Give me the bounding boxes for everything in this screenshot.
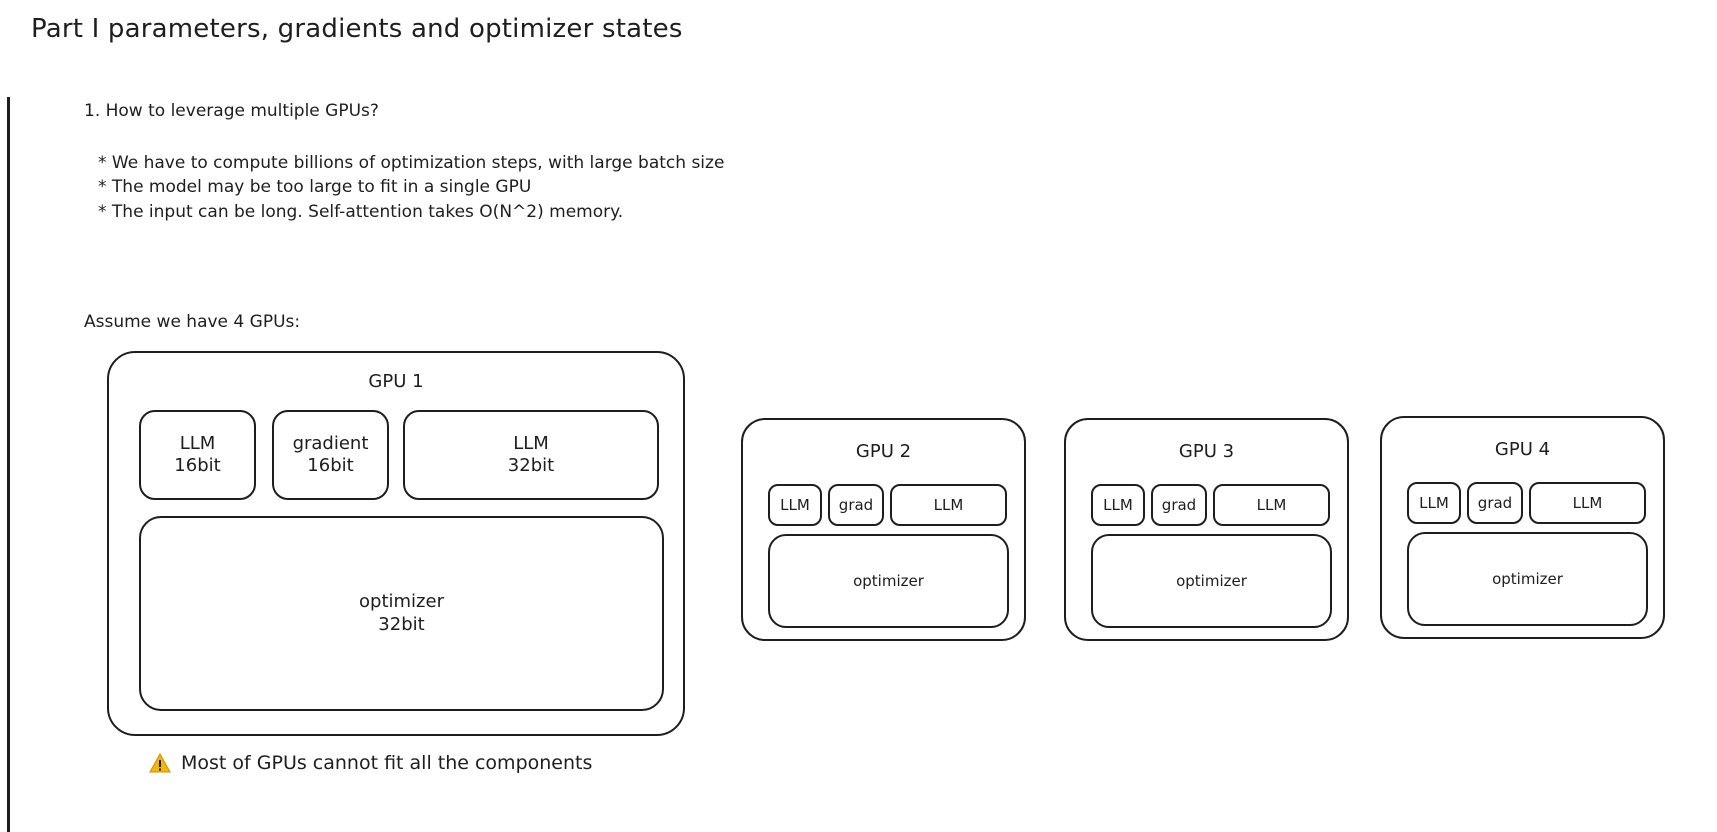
gpu-2-grad: grad <box>828 484 884 526</box>
gpu-3-grad: grad <box>1151 484 1207 526</box>
llm-16bit-precision: 16bit <box>174 455 221 476</box>
warning-text: Most of GPUs cannot fit all the componen… <box>181 752 593 774</box>
gpu-1-title: GPU 1 <box>368 371 424 392</box>
gpu-1-gradient-16bit: gradient 16bit <box>272 410 389 500</box>
bullet-3: * The input can be long. Self-attention … <box>98 202 624 222</box>
llm-32bit-precision: 32bit <box>507 455 555 476</box>
gpu-2-llm: LLM <box>768 484 822 526</box>
gpu-2-box: GPU 2 LLM grad LLM optimizer <box>741 418 1026 641</box>
gpu-4-box: GPU 4 LLM grad LLM optimizer <box>1380 416 1665 639</box>
gpu-3-box: GPU 3 LLM grad LLM optimizer <box>1064 418 1349 641</box>
bullet-1: * We have to compute billions of optimiz… <box>98 153 725 173</box>
gpu-2-optimizer: optimizer <box>768 534 1009 628</box>
gpu-2-llm-32: LLM <box>890 484 1007 526</box>
gpu-1-optimizer-32bit: optimizer 32bit <box>139 516 664 711</box>
page-title: Part I parameters, gradients and optimiz… <box>31 14 683 44</box>
gradient-16bit-label: gradient <box>292 432 369 454</box>
gpu-3-llm-32: LLM <box>1213 484 1330 526</box>
llm-16bit-label: LLM <box>179 432 216 454</box>
bullet-2: * The model may be too large to fit in a… <box>98 177 532 197</box>
warning-icon <box>149 753 171 773</box>
gpu-4-optimizer: optimizer <box>1407 532 1648 626</box>
gpu-4-llm: LLM <box>1407 482 1461 524</box>
llm-32bit-label: LLM <box>513 432 549 454</box>
gradient-16bit-precision: 16bit <box>307 455 354 476</box>
optimizer-32bit-precision: 32bit <box>378 613 425 635</box>
gpu-1-llm-16bit: LLM 16bit <box>139 410 256 500</box>
gpu-1-box: GPU 1 LLM 16bit gradient 16bit LLM 32bit… <box>107 351 685 736</box>
optimizer-32bit-label: optimizer <box>359 591 444 612</box>
gpu-4-grad: grad <box>1467 482 1523 524</box>
assume-text: Assume we have 4 GPUs: <box>84 312 301 332</box>
gpu-3-optimizer: optimizer <box>1091 534 1332 628</box>
question-text: 1. How to leverage multiple GPUs? <box>84 101 379 121</box>
gpu-3-llm: LLM <box>1091 484 1145 526</box>
gpu-4-title: GPU 4 <box>1494 439 1551 460</box>
gpu-1-llm-32bit: LLM 32bit <box>403 410 659 500</box>
gpu-2-title: GPU 2 <box>855 441 912 462</box>
gpu-3-title: GPU 3 <box>1178 441 1235 462</box>
left-divider <box>7 97 10 832</box>
gpu-4-llm-32: LLM <box>1529 482 1646 524</box>
warning-note: Most of GPUs cannot fit all the componen… <box>149 752 592 774</box>
